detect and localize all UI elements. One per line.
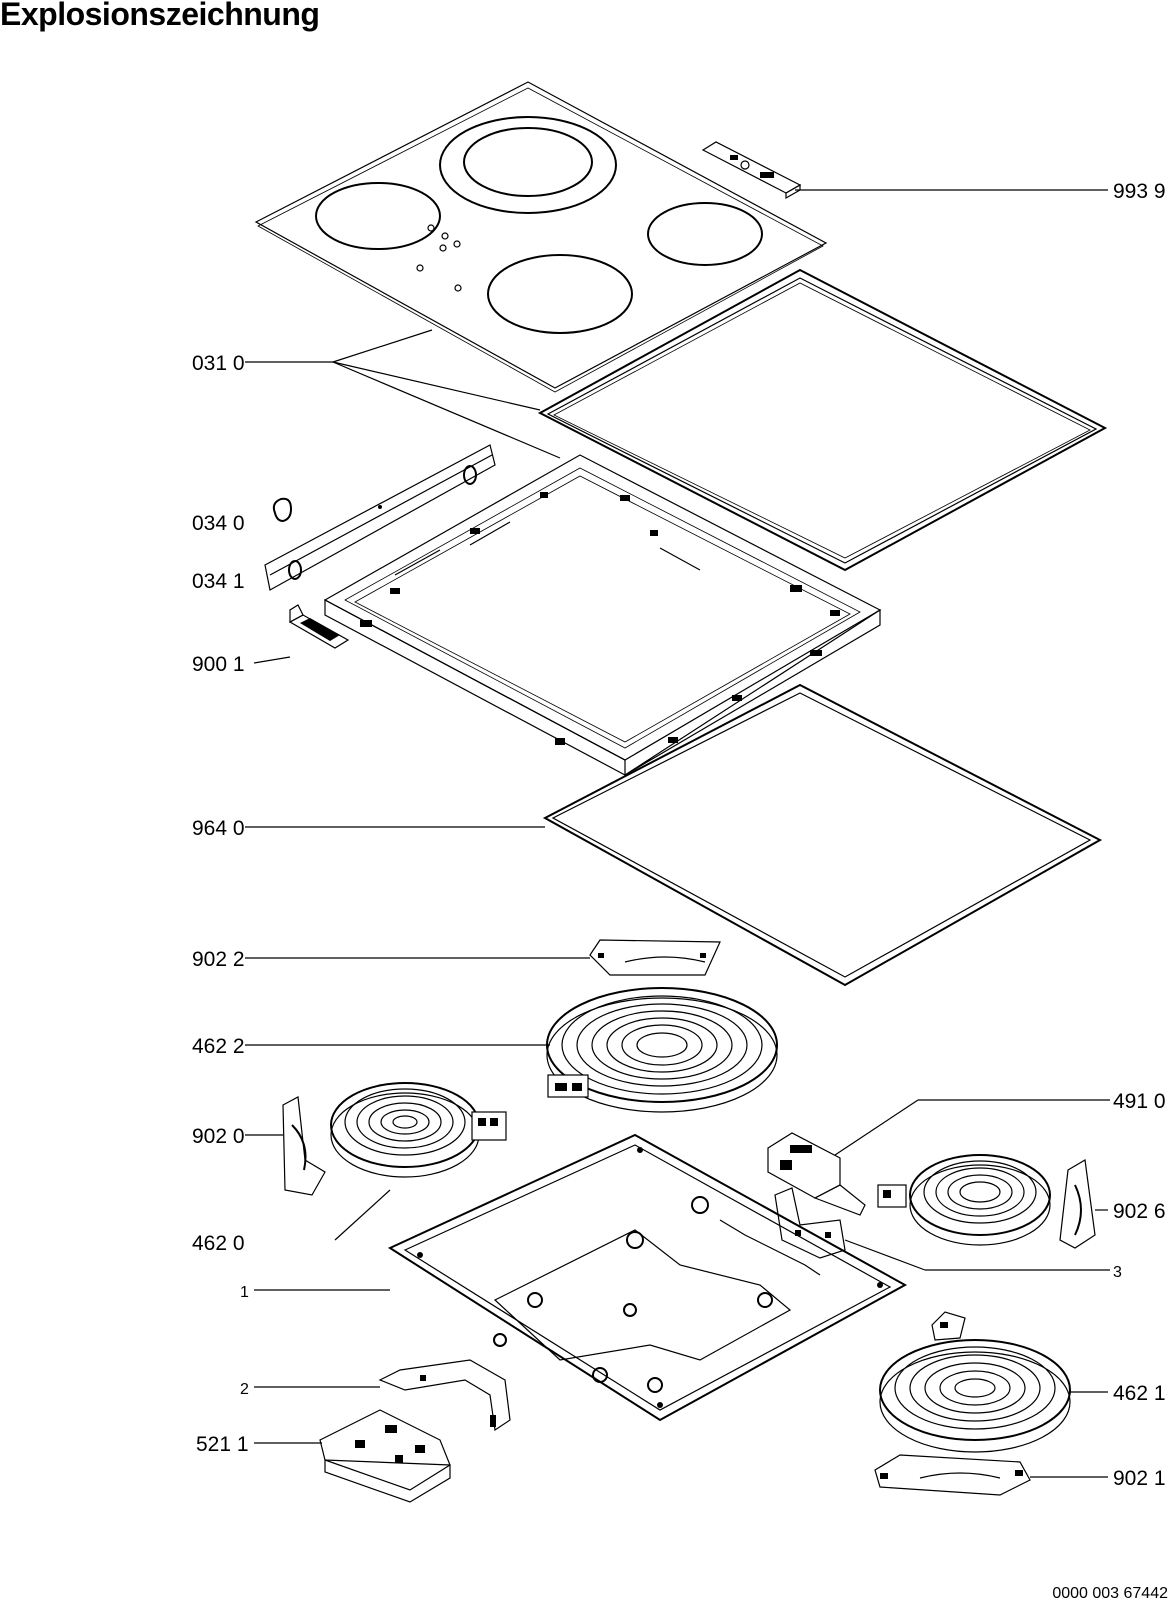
- label-2: 2: [240, 1381, 249, 1398]
- label-034-0: 034 0: [192, 512, 245, 535]
- label-902-0: 902 0: [192, 1125, 245, 1148]
- part-3-bracket: [774, 1187, 846, 1259]
- label-491-0: 491 0: [1113, 1090, 1166, 1113]
- part-521-1-control-module: [319, 1409, 451, 1503]
- label-521-1: 521 1: [196, 1433, 249, 1456]
- heating-element-462-1: [879, 1311, 1071, 1453]
- part-900-1-connector: [288, 604, 350, 649]
- part-491-0-switch: [767, 1132, 866, 1216]
- part-902-1-bracket: [874, 1454, 1031, 1496]
- label-964-0: 964 0: [192, 817, 245, 840]
- label-462-0: 462 0: [192, 1232, 245, 1255]
- label-034-1: 034 1: [192, 570, 245, 593]
- metal-frame: [323, 454, 882, 776]
- label-900-1: 900 1: [192, 653, 245, 676]
- label-031-0: 031 0: [192, 352, 245, 375]
- label-902-1: 902 1: [1113, 1467, 1166, 1490]
- part-034-1-rail: [264, 444, 496, 591]
- label-902-6: 902 6: [1113, 1200, 1166, 1223]
- leader-lines: [245, 189, 1110, 1478]
- heating-element-462-2: [546, 987, 778, 1113]
- label-1: 1: [240, 1284, 249, 1301]
- document-number: 0000 003 67442: [1052, 1585, 1168, 1602]
- part-labels: 993 9 031 0 034 0 034 1 900 1 964 0 902 …: [192, 180, 1168, 1602]
- label-902-2: 902 2: [192, 948, 245, 971]
- page-title: Explosionszeichnung: [0, 0, 320, 32]
- label-462-2: 462 2: [192, 1035, 245, 1058]
- heating-element-902-6-zone: [877, 1154, 1096, 1249]
- part-902-2-bracket: [589, 939, 721, 976]
- label-462-1: 462 1: [1113, 1382, 1166, 1405]
- part-902-0-bracket: [282, 1096, 326, 1196]
- ceramic-glass-top: [254, 81, 828, 393]
- upper-seal-frame: [537, 268, 1108, 572]
- heating-element-462-0: [330, 1082, 507, 1178]
- label-3: 3: [1113, 1264, 1122, 1281]
- lower-seal-964-0: [542, 683, 1103, 987]
- label-993-9: 993 9: [1113, 180, 1166, 203]
- part-034-0-clip: [272, 497, 293, 523]
- base-plate-1: [387, 1133, 908, 1422]
- part-2-wiring-bracket: [378, 1359, 511, 1432]
